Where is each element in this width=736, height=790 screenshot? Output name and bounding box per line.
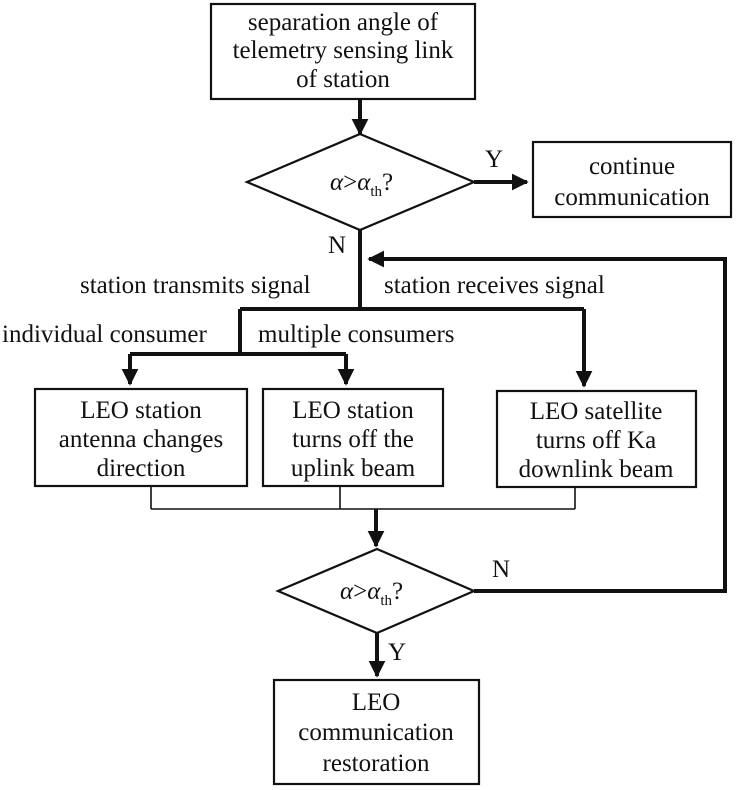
antenna-box-line-3: direction: [97, 455, 186, 482]
restore-box: LEO communication restoration: [272, 678, 481, 786]
downlink-box-line-2: turns off Ka: [536, 427, 656, 454]
antenna-box-line-1: LEO station: [80, 397, 202, 424]
label-receive: station receives signal: [384, 272, 605, 299]
continue-box: continue communication: [531, 140, 733, 219]
label-no-2: N: [492, 556, 510, 583]
uplink-box: LEO station turns off the uplink beam: [261, 387, 445, 488]
label-transmit: station transmits signal: [80, 272, 311, 299]
loop-back-line: [367, 250, 727, 593]
antenna-box-line-2: antenna changes: [59, 426, 224, 453]
continue-box-line-2: communication: [554, 184, 710, 211]
restore-box-line-1: LEO: [352, 689, 401, 716]
decision-1-text: α>αth?: [330, 169, 393, 200]
label-individual-consumer: individual consumer: [2, 321, 207, 348]
restore-box-line-2: communication: [298, 719, 454, 746]
decision-1: α>αth?: [244, 132, 477, 232]
start-box-line-2: telemetry sensing link: [233, 37, 454, 64]
antenna-box: LEO station antenna changes direction: [33, 387, 249, 488]
continue-box-line-1: continue: [589, 153, 675, 180]
uplink-box-line-2: turns off the: [292, 426, 414, 453]
uplink-box-line-1: LEO station: [292, 397, 414, 424]
start-box-line-1: separation angle of: [248, 9, 439, 36]
start-box-line-3: of station: [296, 66, 390, 93]
label-yes-1: Y: [485, 146, 503, 173]
downlink-box: LEO satellite turns off Ka downlink beam: [495, 389, 698, 489]
restore-box-line-3: restoration: [323, 750, 430, 777]
label-yes-2: Y: [388, 639, 406, 666]
downlink-box-line-1: LEO satellite: [530, 398, 663, 425]
start-box: separation angle of telemetry sensing li…: [209, 2, 477, 101]
decision-2: α>αth?: [275, 547, 477, 635]
decision-2-text: α>αth?: [340, 578, 403, 609]
downlink-box-line-3: downlink beam: [519, 456, 674, 483]
label-no-1: N: [328, 232, 346, 259]
uplink-box-line-3: uplink beam: [291, 455, 416, 482]
label-multiple-consumers: multiple consumers: [258, 321, 455, 348]
